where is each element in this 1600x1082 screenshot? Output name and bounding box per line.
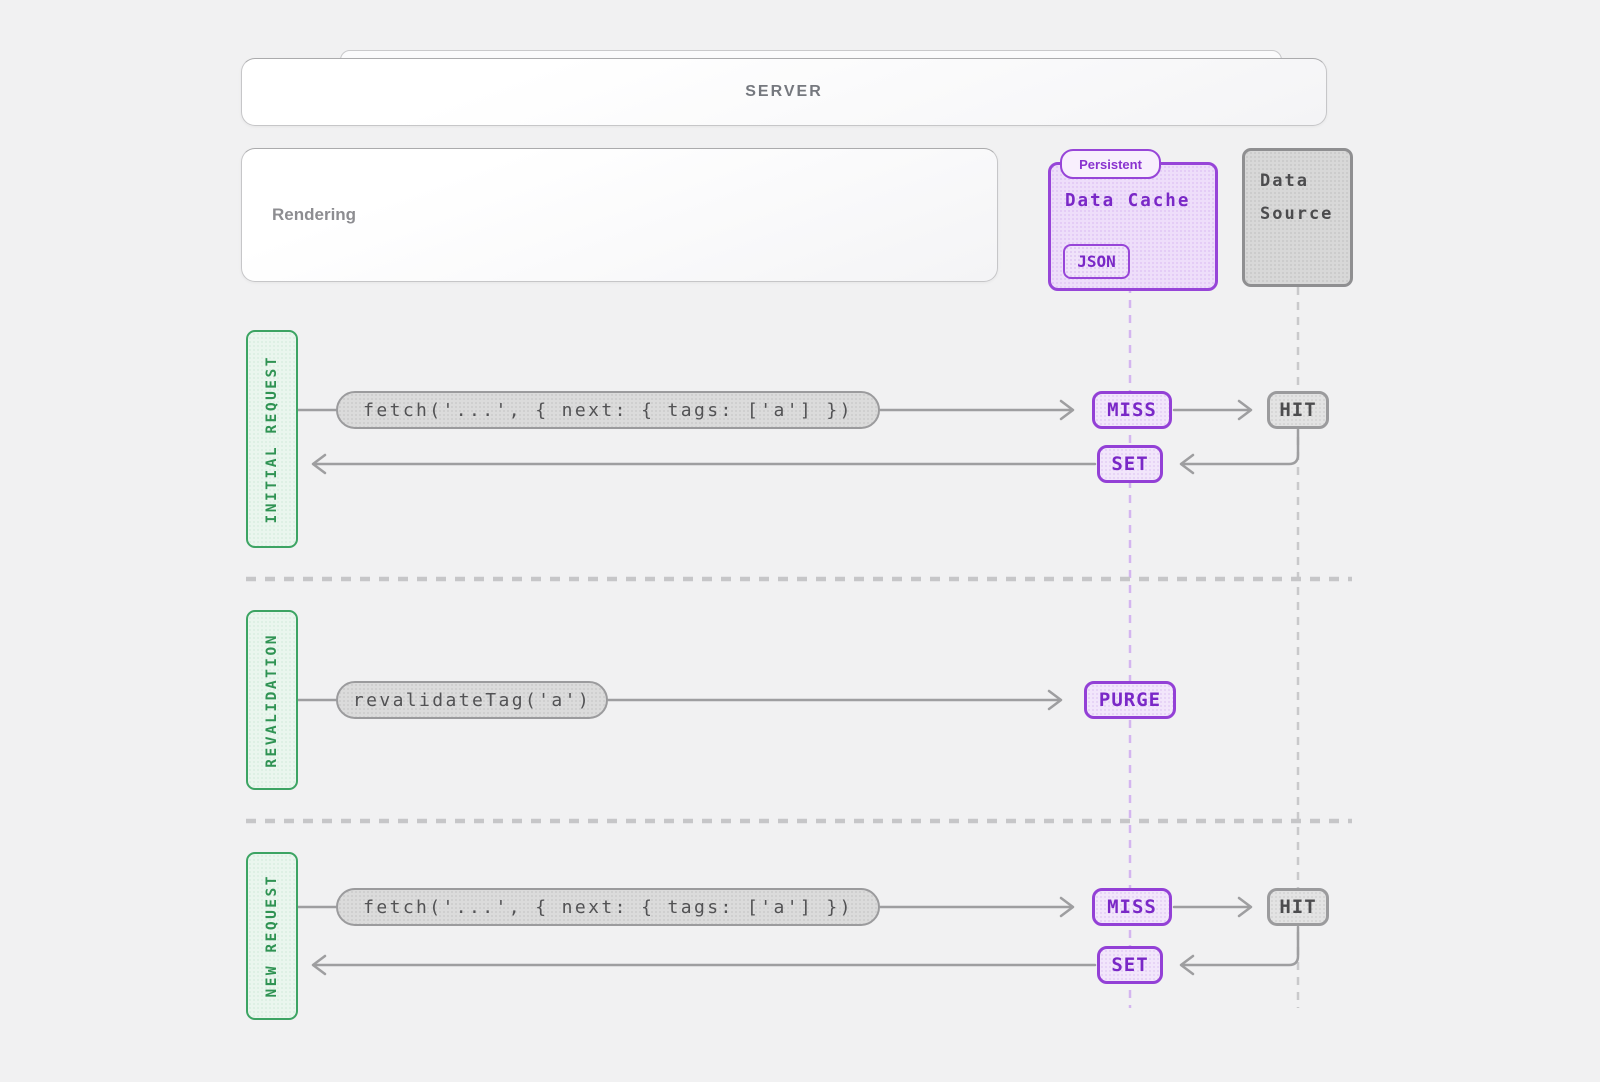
arrowhead-revalidation-to-cache [1047, 689, 1063, 711]
rendering-box: Rendering [241, 148, 998, 282]
arrowhead-new-to-rendering [311, 954, 327, 976]
data-cache-box: Data Cache JSON [1048, 162, 1218, 291]
purge-badge: PURGE [1084, 681, 1176, 719]
set-badge-new: SET [1097, 946, 1163, 984]
server-box: SERVER [241, 58, 1327, 126]
arrowhead-new-to-cache [1059, 896, 1075, 918]
arrowhead-initial-to-cache [1059, 399, 1075, 421]
arrowhead-new-to-source [1237, 896, 1253, 918]
arrowhead-new-to-set [1179, 954, 1195, 976]
arrowhead-initial-to-source [1237, 399, 1253, 421]
lane-label-initial-request: INITIAL REQUEST [246, 330, 298, 548]
rendering-label: Rendering [272, 205, 357, 224]
arrowhead-initial-to-set [1179, 453, 1195, 475]
json-badge: JSON [1063, 244, 1130, 279]
lane-label-new-request: NEW REQUEST [246, 852, 298, 1020]
server-label: SERVER [745, 83, 823, 100]
fetch-message-pill-new: fetch('...', { next: { tags: ['a'] }) [336, 888, 880, 926]
lane-label-revalidation-text: REVALIDATION [264, 632, 280, 768]
lane-label-revalidation: REVALIDATION [246, 610, 298, 790]
hit-badge-new: HIT [1267, 888, 1329, 926]
data-source-box: Data Source [1242, 148, 1353, 287]
hit-badge-initial: HIT [1267, 391, 1329, 429]
data-cache-title: Data Cache [1065, 191, 1191, 211]
lane-label-initial-request-text: INITIAL REQUEST [264, 354, 280, 524]
set-badge-initial: SET [1097, 445, 1163, 483]
miss-badge-new: MISS [1092, 888, 1172, 926]
lane-label-new-request-text: NEW REQUEST [264, 874, 280, 998]
miss-badge-initial: MISS [1092, 391, 1172, 429]
arrowhead-initial-to-rendering [311, 453, 327, 475]
fetch-message-pill-initial: fetch('...', { next: { tags: ['a'] }) [336, 391, 880, 429]
arrow-new-source-to-set [1181, 925, 1300, 967]
persistent-tab: Persistent [1060, 149, 1161, 179]
arrow-initial-source-to-set [1181, 428, 1300, 466]
revalidate-message-pill: revalidateTag('a') [336, 681, 608, 719]
